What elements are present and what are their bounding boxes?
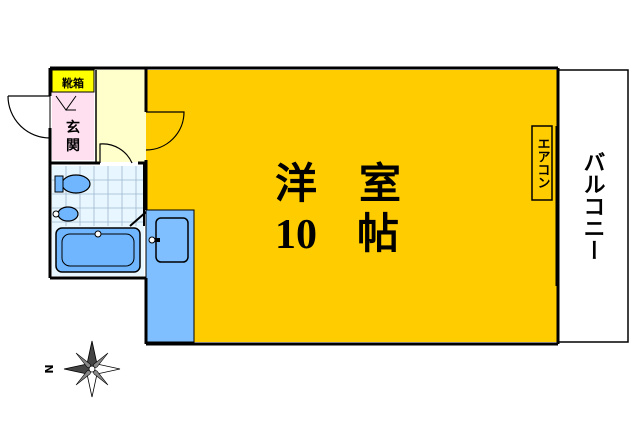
balcony-label: バルコニー bbox=[580, 151, 605, 261]
kitchen-sink bbox=[155, 217, 189, 263]
western-room: 洋 室 10 帖 bbox=[146, 70, 558, 342]
walls bbox=[48, 66, 560, 346]
bathroom bbox=[52, 166, 144, 276]
western-room-floor bbox=[146, 70, 558, 342]
doors bbox=[7, 95, 185, 164]
western-room-name: 洋 室 bbox=[275, 161, 401, 208]
air-conditioner-label: エアコン bbox=[535, 137, 551, 189]
shoe-box-label: 靴箱 bbox=[62, 76, 84, 90]
entrance-label-line2: 関 bbox=[66, 138, 80, 154]
wash-basin-icon bbox=[57, 206, 79, 222]
room-door-swing bbox=[145, 111, 185, 151]
compass-rose bbox=[63, 340, 121, 398]
entrance-floor bbox=[52, 92, 94, 160]
basin-faucet-icon bbox=[52, 210, 60, 218]
air-conditioner: エアコン bbox=[531, 125, 553, 201]
faucet-knob-icon bbox=[148, 236, 156, 244]
bathtub-drain-icon bbox=[94, 230, 102, 238]
western-room-size-number: 10 bbox=[275, 212, 317, 258]
balcony-outline bbox=[557, 69, 629, 343]
balcony: バルコニー bbox=[557, 69, 629, 343]
entrance: 靴箱 玄 関 bbox=[51, 69, 95, 160]
kitchen bbox=[145, 209, 195, 343]
compass-north-label: N bbox=[42, 364, 55, 373]
toilet-icon bbox=[61, 174, 91, 194]
toilet-tank bbox=[54, 175, 64, 193]
entrance-step-icon bbox=[55, 95, 77, 111]
storage-area bbox=[96, 70, 146, 162]
front-door-swing bbox=[7, 95, 51, 139]
entrance-label-line1: 玄 bbox=[66, 119, 80, 136]
bathtub-inner bbox=[61, 233, 135, 267]
air-conditioner-unit bbox=[531, 125, 553, 201]
western-room-size-unit: 帖 bbox=[357, 211, 399, 258]
shoe-box bbox=[51, 69, 95, 93]
bathroom-door-swing bbox=[99, 143, 133, 164]
